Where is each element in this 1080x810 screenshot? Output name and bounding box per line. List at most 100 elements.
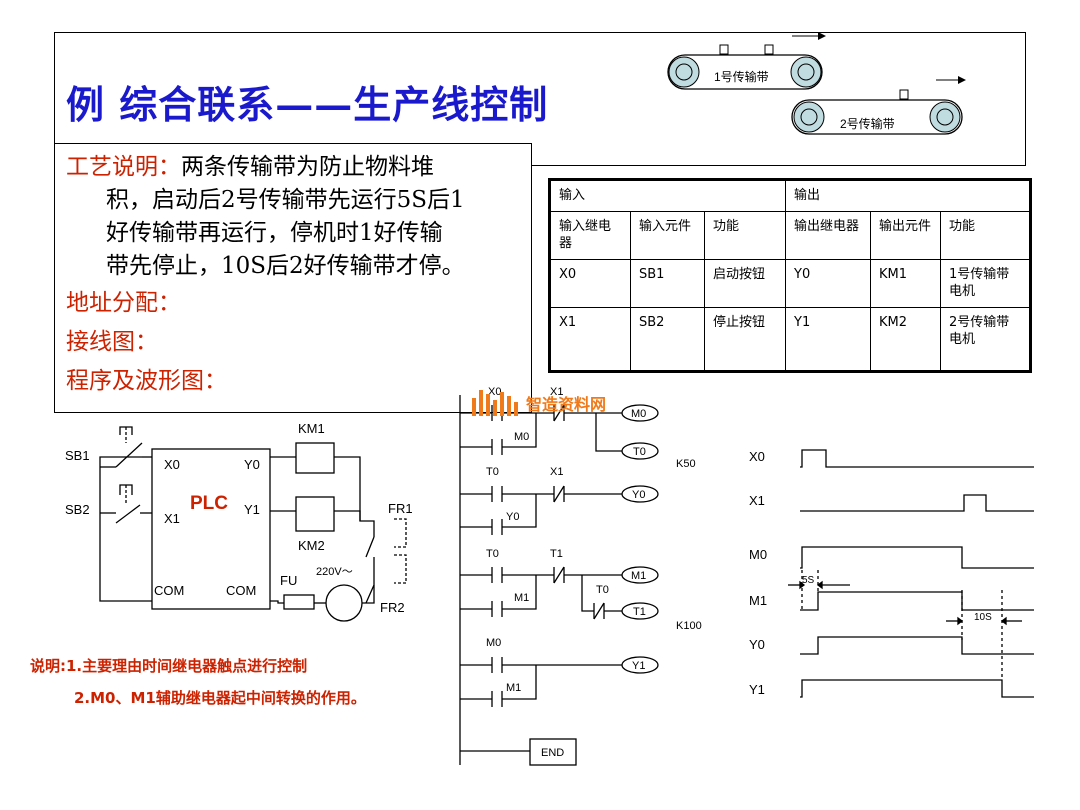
y0-wave <box>800 636 1034 655</box>
wiring-labels: SB1 SB2 X0 X1 Y0 Y1 COM COM KM1 KM2 FR1 … <box>65 421 413 615</box>
y1-coil-label: Y1 <box>632 660 645 672</box>
ladder-t0-label-2: T0 <box>486 548 499 560</box>
km2-coil <box>295 496 335 532</box>
column-header: 功能 <box>704 211 786 260</box>
plc-box <box>151 448 271 610</box>
address-label: 地址分配： <box>66 290 181 316</box>
belt-2-label: 2号传输带 <box>840 116 895 131</box>
table-cell: KM1 <box>870 259 941 308</box>
y0-terminal: Y0 <box>244 457 260 472</box>
description-line-4: 带先停止，10S后2好传输带才停。 <box>106 253 465 279</box>
input-header: 输入 <box>549 179 786 212</box>
x1-wave <box>800 494 1034 512</box>
fuse <box>283 594 315 610</box>
table-cell: 停止按钮 <box>704 307 786 372</box>
conveyor-diagram: 1号传输带 2号传输带 <box>667 32 966 135</box>
ladder-m1-label-2: M1 <box>506 682 521 694</box>
description-line-1: 两条传输带为防止物料堆 <box>181 154 434 180</box>
process-description: 工艺说明：两条传输带为防止物料堆 <box>66 151 434 183</box>
sb2-label: SB2 <box>65 502 90 517</box>
km2-label: KM2 <box>298 538 325 553</box>
com-terminal-1: COM <box>154 583 184 598</box>
logo-text: 智造资料网 <box>526 395 606 414</box>
table-cell: Y1 <box>785 307 871 372</box>
program-label: 程序及波形图： <box>66 368 227 394</box>
wave-label-y0: Y0 <box>749 637 765 652</box>
description-line-2: 积，启动后2号传输带先运行5S后1 <box>106 187 465 213</box>
table-row: X1 SB2 停止按钮 Y1 KM2 2号传输带电机 <box>549 307 1031 372</box>
t1-coil <box>621 602 659 620</box>
rung-3 <box>460 566 659 620</box>
table-cell: Y0 <box>785 259 871 308</box>
belt-1-label: 1号传输带 <box>714 69 769 84</box>
com-terminal-2: COM <box>226 583 256 598</box>
k100-label: K100 <box>676 620 702 632</box>
ladder-x0-label: X0 <box>488 386 501 398</box>
plc-label: PLC <box>190 493 228 514</box>
process-label: 工艺说明： <box>66 154 181 180</box>
description-box <box>54 143 532 413</box>
note-1: 说明:1.主要理由时间继电器触点进行控制 <box>30 657 308 675</box>
column-header: 输入继电器 <box>549 211 631 260</box>
m0-coil-label: M0 <box>631 408 646 420</box>
column-header: 输入元件 <box>630 211 705 260</box>
y1-coil <box>621 656 659 674</box>
header-frame <box>54 32 1026 166</box>
fr1-label: FR1 <box>388 501 413 516</box>
note-2: 2.M0、M1辅助继电器起中间转换的作用。 <box>74 689 366 707</box>
x1-terminal: X1 <box>164 511 180 526</box>
io-assignment-table: 输入 输出 输入继电器 输入元件 功能 输出继电器 输出元件 功能 X0 SB1… <box>548 178 1032 373</box>
km1-coil <box>295 442 335 474</box>
x0-wave <box>800 449 1034 468</box>
table-cell: SB2 <box>630 307 705 372</box>
table-column-row: 输入继电器 输入元件 功能 输出继电器 输出元件 功能 <box>549 211 1031 260</box>
y1-terminal: Y1 <box>244 502 260 517</box>
t0-coil-label: T0 <box>633 446 646 458</box>
y0-coil <box>621 485 659 503</box>
end-label: END <box>541 747 564 759</box>
ladder-diagram <box>459 395 659 766</box>
rung-2 <box>460 485 659 535</box>
table-cell: 2号传输带电机 <box>940 307 1031 372</box>
wave-label-x1: X1 <box>749 493 765 508</box>
table-cell: 1号传输带电机 <box>940 259 1031 308</box>
m1-coil <box>621 566 659 584</box>
t0-coil <box>621 442 659 460</box>
waveform-diagram <box>788 449 1034 698</box>
delay-5s-label: 5S <box>802 575 815 586</box>
wave-label-m0: M0 <box>749 547 767 562</box>
table-cell: KM2 <box>870 307 941 372</box>
end-box <box>529 738 577 766</box>
ladder-x1-label: X1 <box>550 386 563 398</box>
ladder-m0-contact-label: M0 <box>514 431 529 443</box>
waveform-labels: X0 X1 M0 M1 Y0 Y1 5S 10S <box>749 449 992 697</box>
sb1-switch <box>100 426 152 468</box>
wiring-label: 接线图： <box>66 329 158 355</box>
left-bus <box>99 456 152 602</box>
wave-label-m1: M1 <box>749 593 767 608</box>
output-header: 输出 <box>785 179 1031 212</box>
t1-coil-label: T1 <box>633 606 646 618</box>
sb2-switch <box>100 484 152 524</box>
km1-label: KM1 <box>298 421 325 436</box>
column-header: 输出元件 <box>870 211 941 260</box>
m0-coil <box>621 404 659 422</box>
m1-coil-label: M1 <box>631 570 646 582</box>
table-cell: X0 <box>549 259 631 308</box>
y1-wave <box>800 679 1034 698</box>
table-header-row: 输入 输出 <box>549 179 1031 212</box>
rung-4 <box>460 656 659 707</box>
ladder-t0-label: T0 <box>486 466 499 478</box>
table-row: X0 SB1 启动按钮 Y0 KM1 1号传输带电机 <box>549 259 1031 308</box>
table-cell: X1 <box>549 307 631 372</box>
fu-label: FU <box>280 573 297 588</box>
x0-terminal: X0 <box>164 457 180 472</box>
column-header: 功能 <box>940 211 1031 260</box>
wave-label-y1: Y1 <box>749 682 765 697</box>
ladder-t0-label-3: T0 <box>596 584 609 596</box>
table-cell: 启动按钮 <box>704 259 786 308</box>
voltage-label: 220V～ <box>316 566 353 578</box>
ladder-x1-label-2: X1 <box>550 466 563 478</box>
y0-coil-label: Y0 <box>632 489 645 501</box>
wiring-diagram <box>99 426 407 622</box>
